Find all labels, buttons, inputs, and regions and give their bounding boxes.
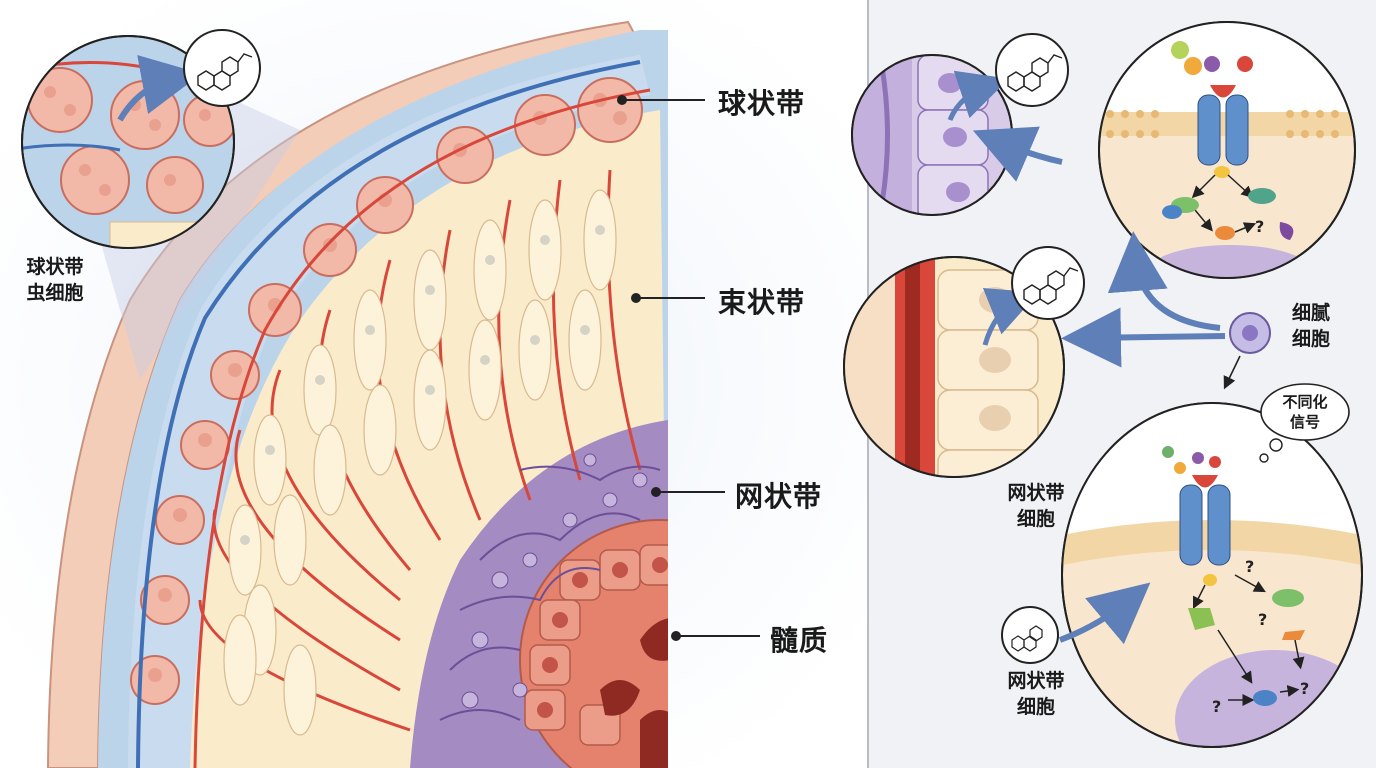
- question-mark: ?: [1212, 697, 1221, 716]
- question-mark: ?: [1258, 610, 1267, 629]
- label-reticularis-cell-b: 网状带 细胞: [998, 668, 1074, 720]
- label-line: 细胞: [1291, 328, 1330, 350]
- label-line: 不同化: [1282, 393, 1328, 411]
- label-line: 细胞: [1016, 508, 1055, 530]
- label-line: 细腻: [1291, 302, 1330, 324]
- label-reticularis-cell-a: 网状带 细胞: [998, 480, 1074, 532]
- label-line: 网状带: [1007, 670, 1065, 692]
- label-line: 球状带: [26, 256, 84, 278]
- label-line: 信号: [1289, 413, 1320, 431]
- label-line: 虫细胞: [26, 282, 84, 304]
- signal-thought-bubble: [1259, 383, 1350, 463]
- label-signal: 不同化 信号: [1265, 392, 1345, 432]
- glomerulosa-magnified-view: [21, 29, 261, 249]
- label-line: 细胞: [1016, 696, 1055, 718]
- label-medulla: 髓质: [770, 624, 829, 657]
- question-mark: ?: [1255, 217, 1264, 236]
- label-zona-fasciculata: 束状带: [718, 286, 806, 319]
- label-zona-glomerulosa: 球状带: [718, 87, 806, 120]
- label-glomerulosa-cell: 球状带 虫细胞: [22, 254, 88, 306]
- label-zona-reticularis: 网状带: [735, 480, 823, 513]
- label-line: 网状带: [1007, 482, 1065, 504]
- label-stromal-cell: 细腻 细胞: [1283, 300, 1339, 352]
- question-mark: ?: [1300, 679, 1309, 698]
- question-mark: ?: [1245, 557, 1254, 576]
- receptor-signaling-view-bottom: ? ? ? ?: [1061, 402, 1363, 748]
